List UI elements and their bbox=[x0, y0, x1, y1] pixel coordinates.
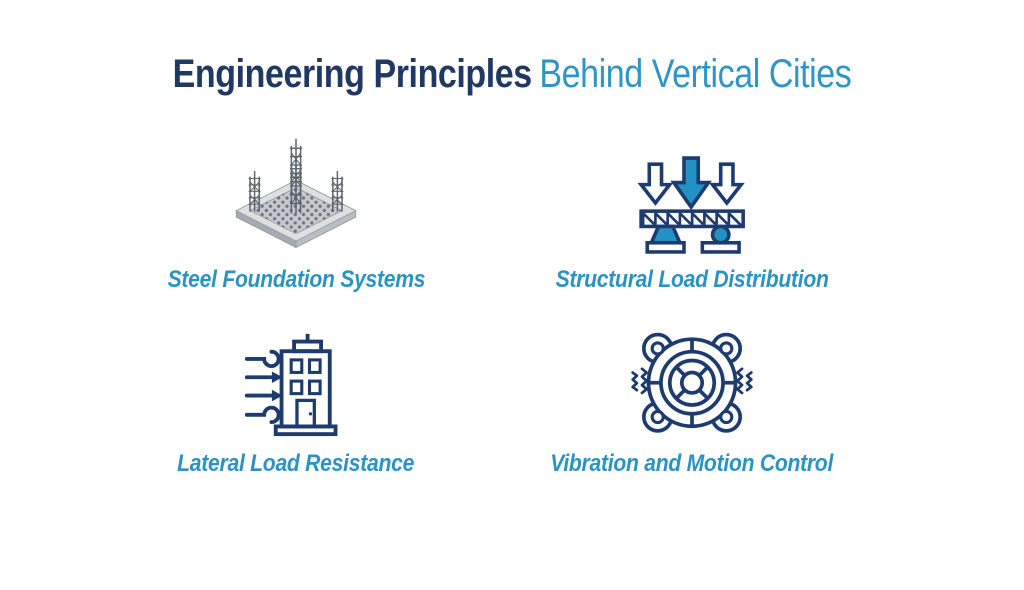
vibration-squiggle bbox=[631, 370, 639, 392]
bolt-hole bbox=[650, 409, 665, 424]
vibration-damper-icon bbox=[629, 326, 755, 438]
wind-curl-bottom bbox=[244, 405, 281, 425]
rebar-column-left bbox=[247, 170, 262, 213]
principle-card-load-distribution: Structural Load Distribution bbox=[494, 138, 890, 294]
load-distribution-svg bbox=[637, 156, 745, 254]
wind-building-svg bbox=[244, 333, 338, 437]
vibration-marks bbox=[631, 367, 753, 394]
principles-grid: Steel Foundation Systems bbox=[98, 138, 890, 478]
wind-curl-top bbox=[244, 349, 281, 369]
load-distribution-icon bbox=[635, 138, 749, 254]
steel-foundation-icon bbox=[227, 138, 365, 254]
wind-arrowhead bbox=[271, 389, 283, 402]
roller-support-base bbox=[700, 240, 741, 254]
vibration-squiggle bbox=[745, 370, 753, 392]
hub-spoke bbox=[697, 365, 710, 377]
building bbox=[273, 333, 338, 437]
down-arrow-right bbox=[708, 162, 745, 206]
window bbox=[307, 379, 322, 396]
door bbox=[295, 398, 316, 429]
title-light-part: Behind Vertical Cities bbox=[539, 52, 852, 96]
vibration-squiggle bbox=[640, 367, 648, 394]
wind-lines bbox=[244, 349, 281, 425]
window bbox=[307, 358, 322, 374]
window bbox=[289, 379, 304, 396]
bolt-hole bbox=[719, 409, 734, 424]
vibration-damper-svg bbox=[631, 332, 753, 433]
damper-rings bbox=[648, 338, 736, 426]
beam-truss-hatch bbox=[642, 212, 742, 225]
steel-foundation-svg bbox=[235, 138, 357, 249]
building-body bbox=[279, 349, 332, 429]
rebar-column-center bbox=[289, 157, 303, 215]
card-label: Vibration and Motion Control bbox=[550, 450, 834, 477]
window bbox=[289, 358, 304, 374]
wind-building-icon bbox=[242, 326, 350, 438]
pin-support bbox=[648, 224, 683, 245]
principle-card-lateral-load: Lateral Load Resistance bbox=[98, 326, 494, 478]
hub-spoke bbox=[697, 388, 710, 400]
hub-spoke bbox=[674, 365, 687, 377]
card-label: Lateral Load Resistance bbox=[177, 450, 415, 477]
damper-hub bbox=[679, 370, 705, 395]
down-arrow-center bbox=[670, 156, 712, 211]
principle-card-vibration-control: Vibration and Motion Control bbox=[494, 326, 890, 478]
title-bold-part: Engineering Principles bbox=[172, 52, 532, 96]
vibration-squiggle bbox=[736, 367, 744, 394]
damper-inner-ring bbox=[667, 358, 717, 407]
principle-card-steel-foundation: Steel Foundation Systems bbox=[98, 138, 494, 294]
roller-support bbox=[710, 224, 731, 245]
bolt-hole bbox=[719, 341, 734, 356]
hub-spoke bbox=[674, 388, 687, 400]
wind-arrowhead bbox=[271, 371, 283, 384]
down-arrow-left bbox=[637, 162, 674, 206]
card-label: Structural Load Distribution bbox=[555, 266, 829, 293]
rebar-column-right bbox=[330, 170, 345, 213]
card-label: Steel Foundation Systems bbox=[167, 266, 425, 293]
bolt-hole bbox=[650, 341, 665, 356]
door-knob bbox=[308, 412, 313, 416]
pin-support-base bbox=[645, 240, 686, 254]
